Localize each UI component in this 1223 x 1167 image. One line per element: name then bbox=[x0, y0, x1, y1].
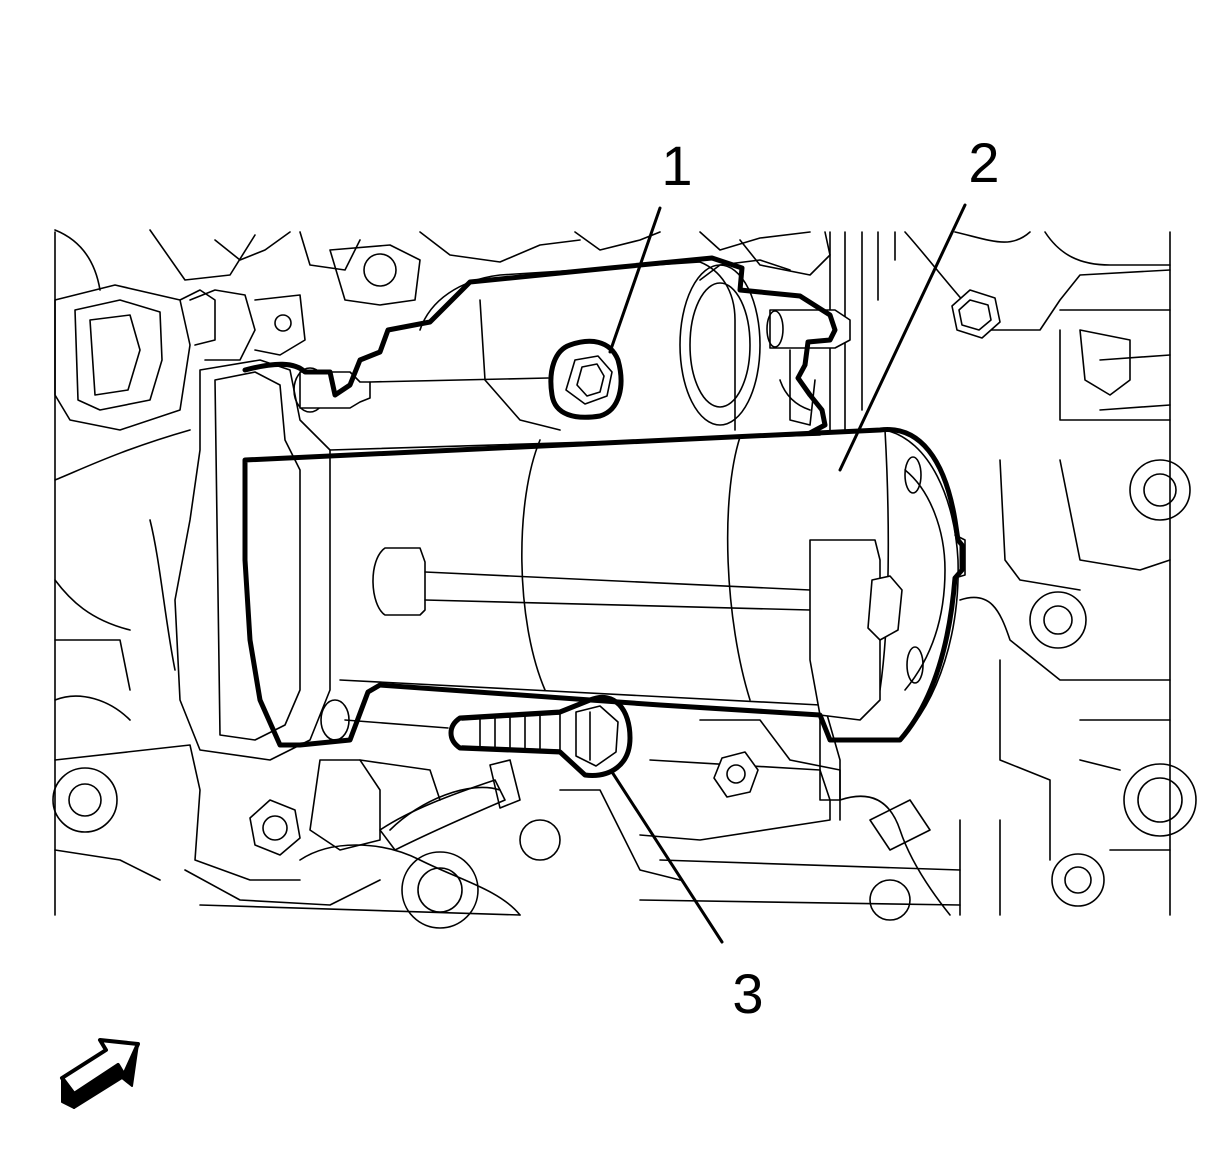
engine-background bbox=[52, 229, 1197, 929]
callout-2-label: 2 bbox=[968, 131, 999, 194]
starter-motor bbox=[174, 259, 966, 761]
callout-2-leader bbox=[838, 203, 967, 472]
callout-1-label: 1 bbox=[661, 134, 692, 197]
lower-mounting-bolt bbox=[448, 695, 633, 778]
orientation-arrow-icon bbox=[60, 1038, 140, 1109]
callout-1-leader bbox=[608, 206, 662, 354]
starter-outline-highlight bbox=[242, 255, 965, 748]
callout-3-leader bbox=[610, 770, 724, 944]
callouts: 1 2 3 bbox=[608, 131, 1000, 1025]
callout-3-label: 3 bbox=[732, 962, 763, 1025]
